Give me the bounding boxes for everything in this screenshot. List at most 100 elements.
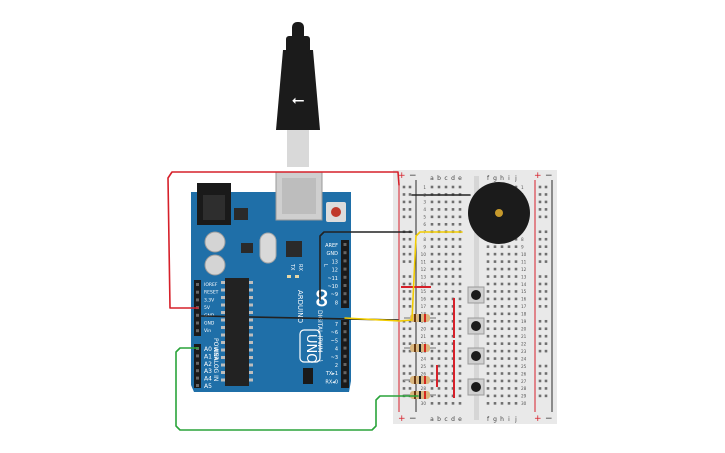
digital-pin[interactable] — [343, 259, 347, 263]
breadboard-hole[interactable] — [430, 245, 434, 248]
breadboard-hole[interactable] — [430, 185, 434, 189]
breadboard-hole[interactable] — [486, 312, 490, 316]
breadboard-hole[interactable] — [437, 364, 441, 368]
breadboard-hole[interactable] — [451, 245, 455, 248]
breadboard-hole[interactable] — [493, 327, 497, 331]
breadboard-hole[interactable] — [486, 349, 490, 353]
resistor-1[interactable] — [404, 314, 436, 322]
breadboard-hole[interactable] — [437, 379, 441, 383]
breadboard-hole[interactable] — [437, 237, 441, 241]
breadboard-hole[interactable] — [493, 312, 497, 316]
breadboard-hole[interactable] — [514, 252, 518, 256]
breadboard-hole[interactable] — [444, 215, 448, 219]
breadboard-hole[interactable] — [514, 364, 518, 368]
breadboard-hole[interactable] — [437, 327, 441, 331]
breadboard-hole[interactable] — [507, 290, 511, 293]
breadboard-hole[interactable] — [500, 357, 504, 360]
breadboard-hole[interactable] — [451, 200, 455, 204]
breadboard-hole[interactable] — [444, 252, 448, 256]
breadboard-hole[interactable] — [430, 215, 434, 219]
breadboard-hole[interactable] — [444, 200, 448, 204]
breadboard-hole[interactable] — [486, 319, 490, 323]
breadboard-hole[interactable] — [507, 267, 511, 271]
analog-pin[interactable] — [196, 354, 199, 358]
breadboard-hole[interactable] — [486, 342, 490, 345]
power-pin[interactable] — [196, 313, 199, 317]
pushbutton-1[interactable] — [467, 286, 485, 304]
breadboard-hole[interactable] — [444, 223, 448, 226]
breadboard-hole[interactable] — [444, 260, 448, 263]
breadboard-hole[interactable] — [430, 305, 434, 308]
pushbutton-2[interactable] — [467, 317, 485, 335]
rail-hole[interactable] — [544, 200, 548, 204]
breadboard-hole[interactable] — [493, 364, 497, 368]
breadboard-hole[interactable] — [486, 394, 490, 398]
breadboard-hole[interactable] — [444, 334, 448, 338]
breadboard-hole[interactable] — [437, 260, 441, 263]
breadboard-hole[interactable] — [430, 208, 434, 211]
rail-hole[interactable] — [402, 327, 406, 331]
breadboard-hole[interactable] — [430, 223, 434, 226]
breadboard-hole[interactable] — [444, 237, 448, 241]
breadboard-hole[interactable] — [430, 372, 434, 375]
rail-hole[interactable] — [402, 379, 406, 383]
rail-hole[interactable] — [544, 342, 548, 345]
breadboard-hole[interactable] — [514, 402, 518, 405]
rail-hole[interactable] — [538, 275, 542, 278]
reset-button-cap[interactable] — [331, 207, 341, 217]
rail-hole[interactable] — [408, 349, 412, 353]
breadboard-hole[interactable] — [514, 282, 518, 286]
breadboard-hole[interactable] — [507, 245, 511, 248]
breadboard-hole[interactable] — [493, 290, 497, 293]
breadboard-hole[interactable] — [507, 319, 511, 323]
breadboard-hole[interactable] — [458, 312, 462, 316]
breadboard-hole[interactable] — [500, 327, 504, 331]
breadboard-hole[interactable] — [430, 297, 434, 301]
breadboard-hole[interactable] — [493, 394, 497, 398]
breadboard-hole[interactable] — [430, 275, 434, 278]
breadboard-hole[interactable] — [451, 402, 455, 405]
breadboard-hole[interactable] — [493, 305, 497, 308]
digital-pin[interactable] — [343, 346, 347, 350]
power-pin[interactable] — [196, 329, 199, 333]
rail-hole[interactable] — [402, 297, 406, 301]
power-pin[interactable] — [196, 298, 199, 302]
breadboard-hole[interactable] — [458, 319, 462, 323]
breadboard-hole[interactable] — [493, 297, 497, 301]
rail-hole[interactable] — [408, 200, 412, 204]
breadboard-hole[interactable] — [437, 290, 441, 293]
rail-hole[interactable] — [544, 208, 548, 211]
piezo-buzzer[interactable] — [468, 182, 530, 244]
breadboard-hole[interactable] — [500, 379, 504, 383]
rail-hole[interactable] — [402, 334, 406, 338]
breadboard-hole[interactable] — [493, 275, 497, 278]
breadboard-hole[interactable] — [507, 372, 511, 375]
breadboard-hole[interactable] — [486, 305, 490, 308]
breadboard-hole[interactable] — [451, 267, 455, 271]
rail-hole[interactable] — [408, 208, 412, 211]
breadboard-hole[interactable] — [437, 387, 441, 390]
breadboard-hole[interactable] — [437, 319, 441, 323]
breadboard-hole[interactable] — [500, 334, 504, 338]
breadboard-hole[interactable] — [500, 342, 504, 345]
breadboard-hole[interactable] — [507, 297, 511, 301]
rail-hole[interactable] — [402, 275, 406, 278]
digital-pin[interactable] — [343, 322, 347, 325]
rail-hole[interactable] — [402, 260, 406, 263]
breadboard-hole[interactable] — [486, 357, 490, 360]
breadboard-hole[interactable] — [430, 349, 434, 353]
breadboard-hole[interactable] — [493, 260, 497, 263]
breadboard-hole[interactable] — [493, 372, 497, 375]
breadboard-hole[interactable] — [500, 252, 504, 256]
rail-hole[interactable] — [544, 282, 548, 286]
digital-pin[interactable] — [343, 371, 347, 375]
breadboard-hole[interactable] — [444, 275, 448, 278]
rail-hole[interactable] — [544, 319, 548, 323]
breadboard-hole[interactable] — [458, 297, 462, 301]
rail-hole[interactable] — [544, 364, 548, 368]
breadboard-hole[interactable] — [514, 275, 518, 278]
breadboard-hole[interactable] — [458, 394, 462, 398]
breadboard-hole[interactable] — [451, 215, 455, 219]
breadboard-hole[interactable] — [451, 208, 455, 211]
breadboard-hole[interactable] — [514, 349, 518, 353]
